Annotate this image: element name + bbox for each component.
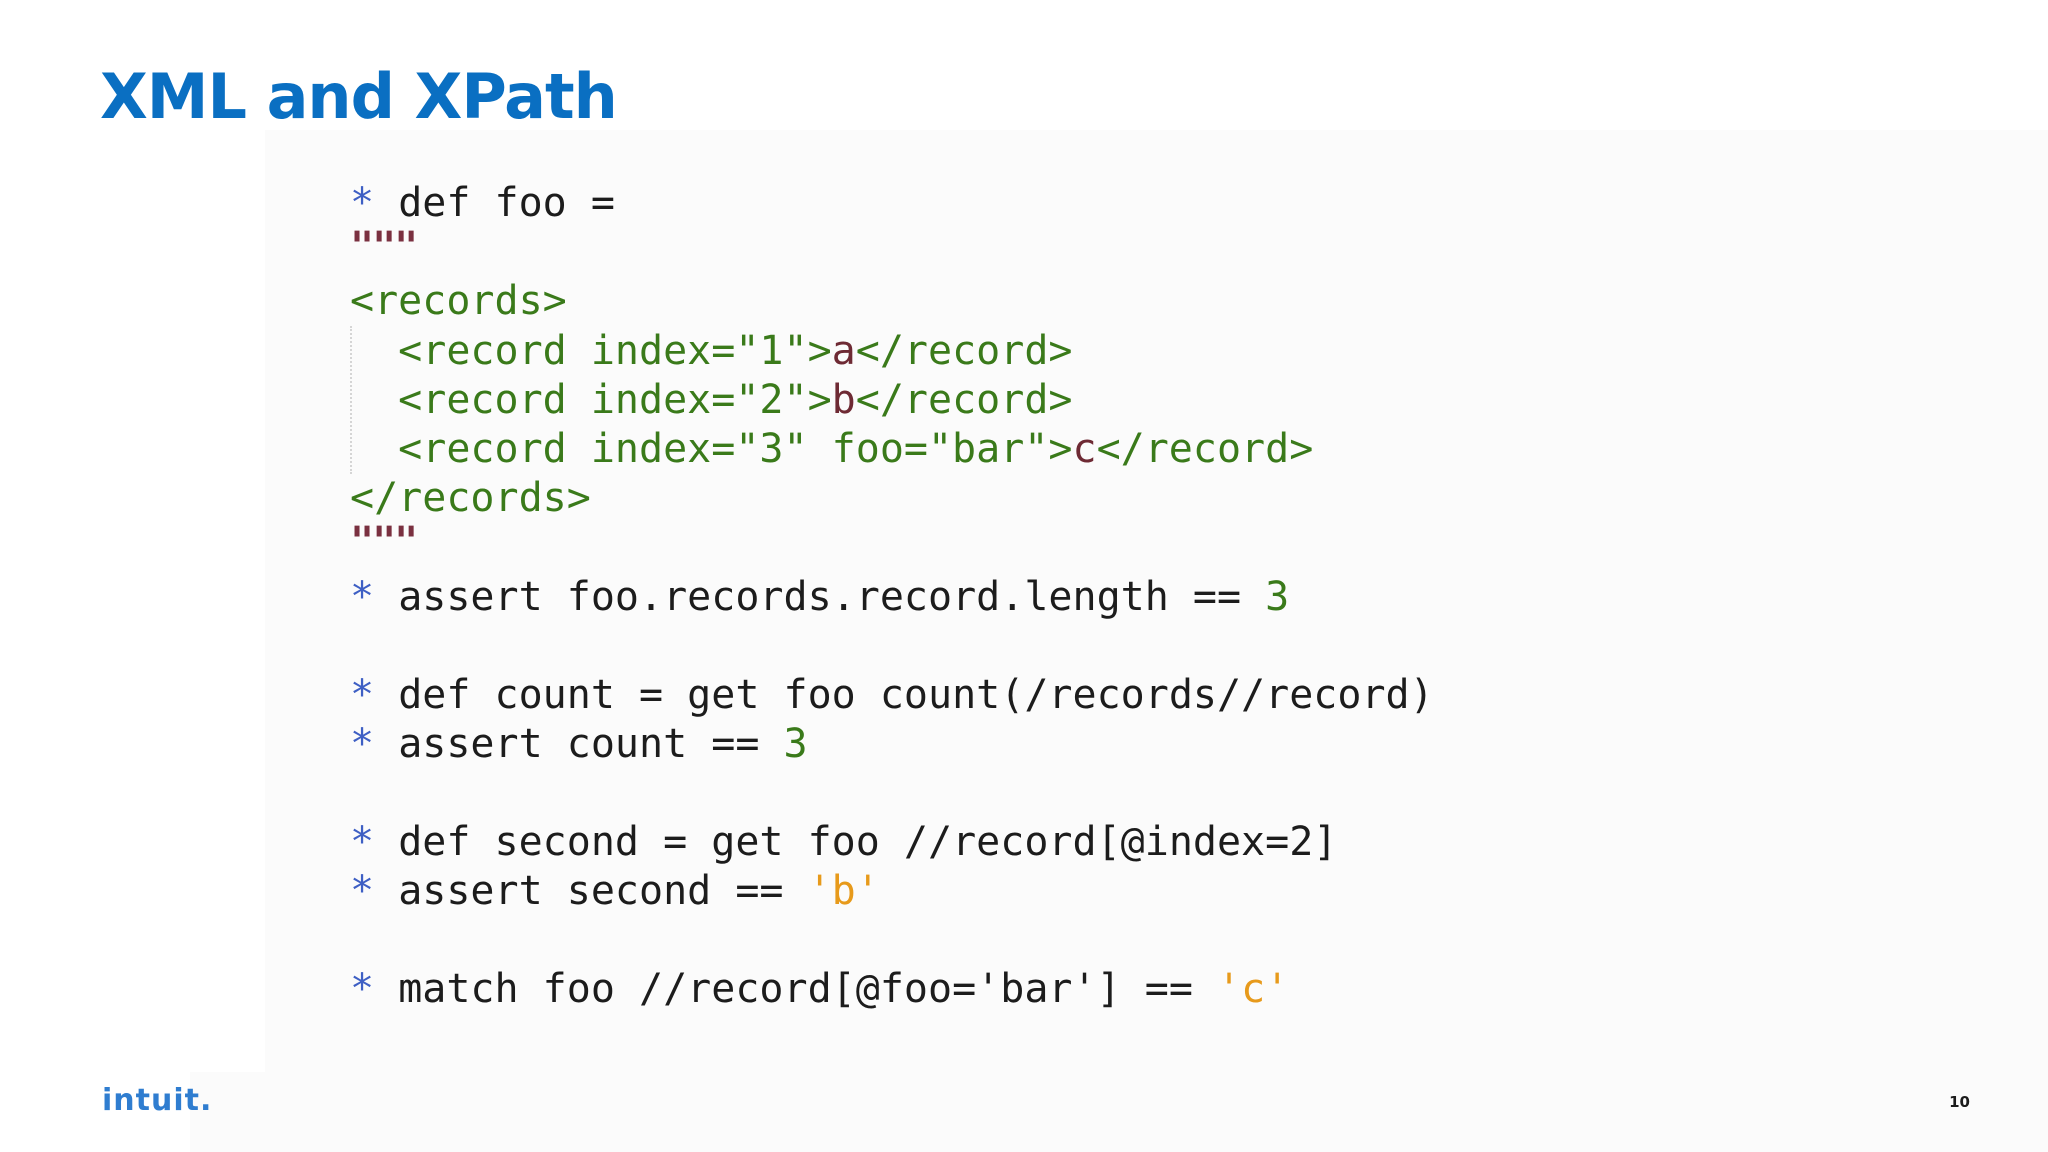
bullet-star: *	[350, 574, 375, 620]
xml-tag: <record index="3" foo="bar">	[398, 426, 1073, 472]
xml-tag: <records>	[350, 278, 567, 324]
bullet-star: *	[350, 966, 375, 1012]
triple-quote-open: """	[350, 224, 418, 270]
code-line-def-foo: * def foo =	[350, 178, 615, 228]
intuit-logo: intuit.	[102, 1083, 213, 1118]
code-line-assert-length: * assert foo.records.record.length == 3	[350, 572, 1289, 622]
string-literal: 'b'	[807, 868, 880, 914]
xml-records-close: </records>	[350, 473, 591, 523]
code-text: assert count ==	[398, 721, 784, 767]
code-line-def-second: * def second = get foo //record[@index=2…	[350, 817, 1337, 867]
triple-quote-close: """	[350, 519, 418, 565]
number-literal: 3	[783, 721, 808, 767]
code-text: def foo =	[398, 180, 615, 226]
code-text: match foo //record[@foo='bar'] ==	[398, 966, 1217, 1012]
string-literal: 'c'	[1216, 966, 1290, 1012]
code-text: def second = get foo //record[@index=2]	[398, 819, 1338, 865]
footer-strip	[190, 1072, 2048, 1152]
bullet-star: *	[350, 180, 375, 226]
xml-record-3: <record index="3" foo="bar">c</record>	[350, 424, 1313, 474]
code-line-assert-count: * assert count == 3	[350, 719, 808, 769]
xml-text: c	[1072, 426, 1097, 472]
bullet-star: *	[350, 721, 375, 767]
xml-text: a	[831, 328, 856, 374]
code-panel	[265, 130, 2048, 1152]
code-line-match: * match foo //record[@foo='bar'] == 'c'	[350, 964, 1289, 1014]
page-number: 10	[1949, 1093, 1970, 1111]
code-line-def-count: * def count = get foo count(/records//re…	[350, 670, 1434, 720]
xml-text: b	[831, 377, 856, 423]
xml-tag: </record>	[855, 377, 1073, 423]
xml-tag: <record index="2">	[398, 377, 832, 423]
number-literal: 3	[1265, 574, 1290, 620]
bullet-star: *	[350, 819, 375, 865]
slide-title: XML and XPath	[100, 60, 618, 133]
xml-tag: </records>	[350, 475, 591, 521]
xml-tag: </record>	[855, 328, 1073, 374]
bullet-star: *	[350, 672, 375, 718]
xml-record-2: <record index="2">b</record>	[350, 375, 1073, 425]
code-line-assert-second: * assert second == 'b'	[350, 866, 880, 916]
bullet-star: *	[350, 868, 375, 914]
code-text: def count = get foo count(/records//reco…	[398, 672, 1434, 718]
code-text: assert second ==	[398, 868, 808, 914]
code-block: * def foo = """ <records> <record index=…	[350, 0, 1850, 1152]
xml-tag: <record index="1">	[398, 328, 832, 374]
xml-tag: </record>	[1096, 426, 1314, 472]
xml-records-open: <records>	[350, 276, 567, 326]
xml-record-1: <record index="1">a</record>	[350, 326, 1073, 376]
code-text: assert foo.records.record.length ==	[398, 574, 1266, 620]
indent-guide	[350, 326, 352, 474]
